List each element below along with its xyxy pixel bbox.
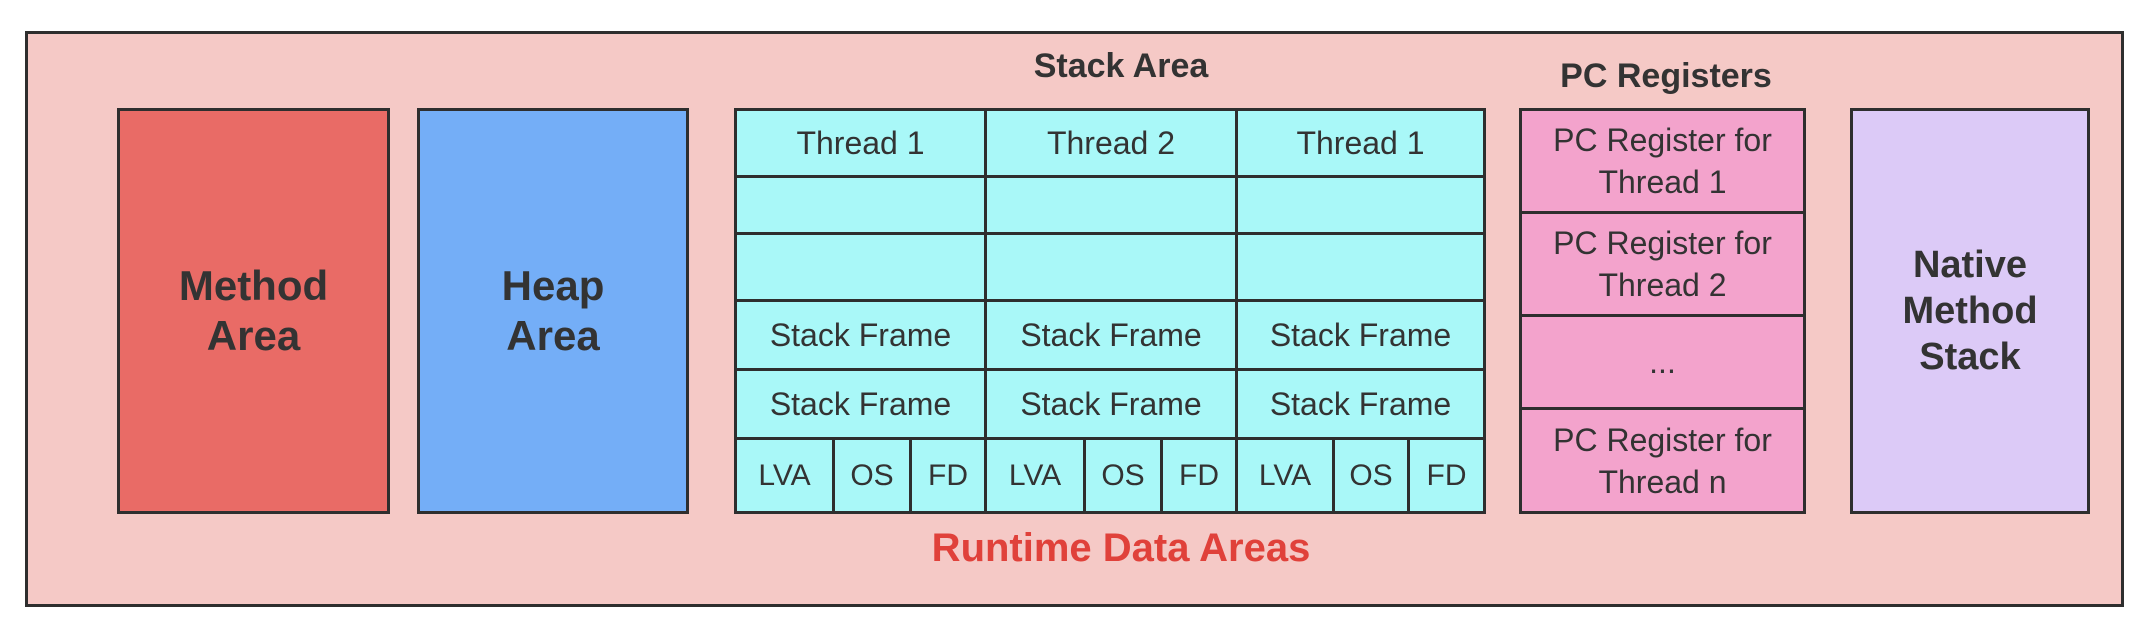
stack-frame: Stack Frame	[984, 299, 1238, 371]
heap-area: Heap Area	[417, 108, 689, 514]
pc-register-ellipsis: ...	[1519, 314, 1806, 410]
stack-frame: Stack Frame	[734, 368, 987, 440]
native-method-stack-label: Native Method Stack	[1902, 244, 2038, 378]
thread-header: Thread 2	[984, 108, 1238, 178]
fd-cell: FD	[909, 437, 987, 514]
pc-registers-title: PC Registers	[1560, 57, 1772, 95]
empty-frame-slot	[1235, 232, 1486, 302]
os-cell: OS	[832, 437, 912, 514]
empty-frame-slot	[984, 232, 1238, 302]
heap-area-label: Heap Area	[501, 262, 605, 359]
stack-frame: Stack Frame	[1235, 368, 1486, 440]
empty-frame-slot	[1235, 175, 1486, 235]
method-area: Method Area	[117, 108, 390, 514]
empty-frame-slot	[984, 175, 1238, 235]
pc-register-thread-2: PC Register for Thread 2	[1519, 211, 1806, 317]
native-method-stack: Native Method Stack	[1850, 108, 2090, 514]
stack-frame: Stack Frame	[984, 368, 1238, 440]
lva-cell: LVA	[1235, 437, 1335, 514]
lva-cell: LVA	[984, 437, 1086, 514]
runtime-data-areas-title: Runtime Data Areas	[931, 526, 1311, 570]
thread-header: Thread 1	[734, 108, 987, 178]
thread-header: Thread 1	[1235, 108, 1486, 178]
pc-register-thread-1: PC Register for Thread 1	[1519, 108, 1806, 214]
stack-area-title: Stack Area	[1033, 47, 1209, 85]
stack-frame: Stack Frame	[734, 299, 987, 371]
os-cell: OS	[1083, 437, 1163, 514]
stack-frame: Stack Frame	[1235, 299, 1486, 371]
lva-cell: LVA	[734, 437, 835, 514]
fd-cell: FD	[1160, 437, 1238, 514]
fd-cell: FD	[1407, 437, 1486, 514]
method-area-label: Method Area	[178, 262, 329, 359]
empty-frame-slot	[734, 232, 987, 302]
os-cell: OS	[1332, 437, 1410, 514]
pc-register-thread-n: PC Register for Thread n	[1519, 407, 1806, 514]
empty-frame-slot	[734, 175, 987, 235]
